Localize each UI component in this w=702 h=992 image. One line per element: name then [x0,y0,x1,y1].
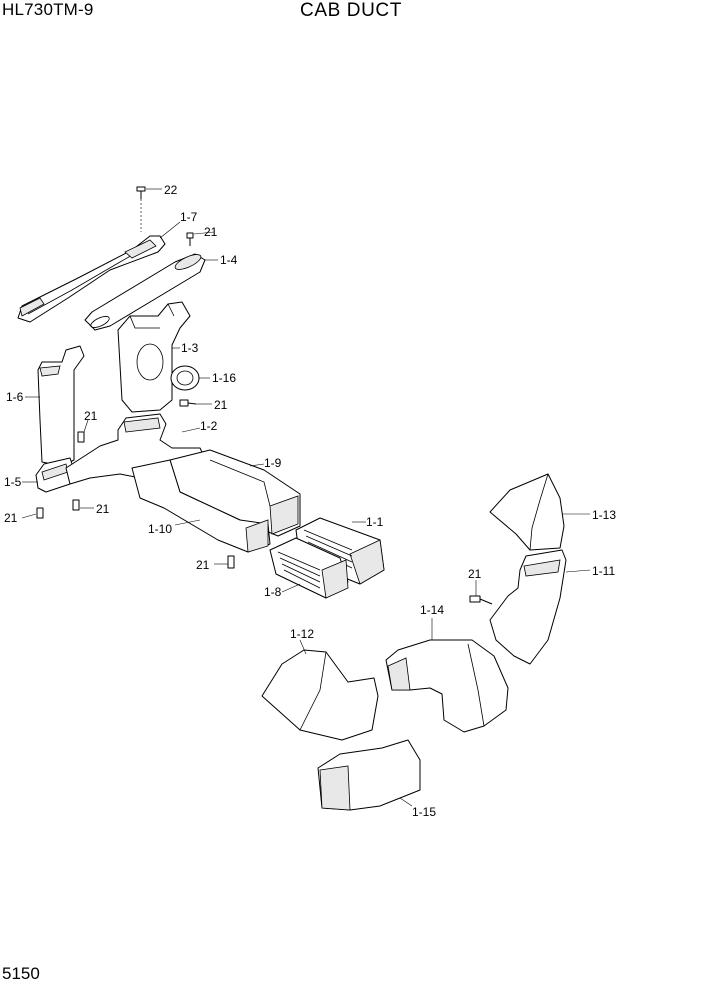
part-1-7-vent-duct [17,221,181,323]
callout-1-3: 1-3 [181,341,199,355]
callout-1-8: 1-8 [264,585,282,599]
callout-1-9: 1-9 [264,456,282,470]
callout-1-4: 1-4 [220,253,238,267]
part-1-10-lower-duct [131,459,271,553]
callout-1-15: 1-15 [412,805,436,819]
part-1-5-outlet [22,457,75,493]
callout-1-16: 1-16 [212,371,236,385]
part-21-bolt-mid [179,399,212,407]
part-1-4-oval-duct [84,253,218,331]
part-1-14-elbow-duct [385,618,509,733]
callout-21-bl2: 21 [96,502,110,516]
model-code: HL730TM-9 [2,0,94,19]
part-1-16-round-nozzle [170,365,210,391]
callout-22: 22 [164,183,178,197]
page-title: CAB DUCT [300,0,402,21]
part-1-8-bellows-hose [269,537,349,599]
callout-21-mid: 21 [214,398,228,412]
part-1-12-duct [261,639,379,741]
callout-1-10: 1-10 [148,522,172,536]
part-21-bolt-bl1 [21,507,44,519]
page-number: 5150 [2,964,40,983]
part-21-bolt-bottom [214,555,235,569]
part-21-bolt-top [186,231,215,246]
callout-21-left: 21 [84,409,98,423]
callout-1-2: 1-2 [200,419,218,433]
callout-21-bl1: 21 [4,511,18,525]
part-21-bolt-left [77,419,89,443]
part-1-9-rect-duct [169,449,301,537]
callout-1-12: 1-12 [290,627,314,641]
part-1-15-duct [317,739,421,811]
part-21-bolt-bl2 [72,499,94,511]
callout-1-14: 1-14 [420,603,444,617]
callout-1-7: 1-7 [180,210,198,224]
callout-1-6: 1-6 [6,390,24,404]
part-1-6-vertical-duct [25,345,85,467]
part-1-11-vertical-duct [489,549,591,665]
callout-21-right: 21 [468,567,482,581]
callout-21-bottom: 21 [196,558,210,572]
part-22-bolt [136,186,162,232]
callout-1-5: 1-5 [4,475,22,489]
part-1-3-duct-housing [117,301,191,413]
part-1-13-duct [489,473,590,551]
callout-21-top: 21 [204,225,218,239]
callout-1-13: 1-13 [592,508,616,522]
callout-1-1: 1-1 [366,515,384,529]
callout-1-11: 1-11 [592,564,615,578]
part-21-bolt-right [469,580,493,605]
